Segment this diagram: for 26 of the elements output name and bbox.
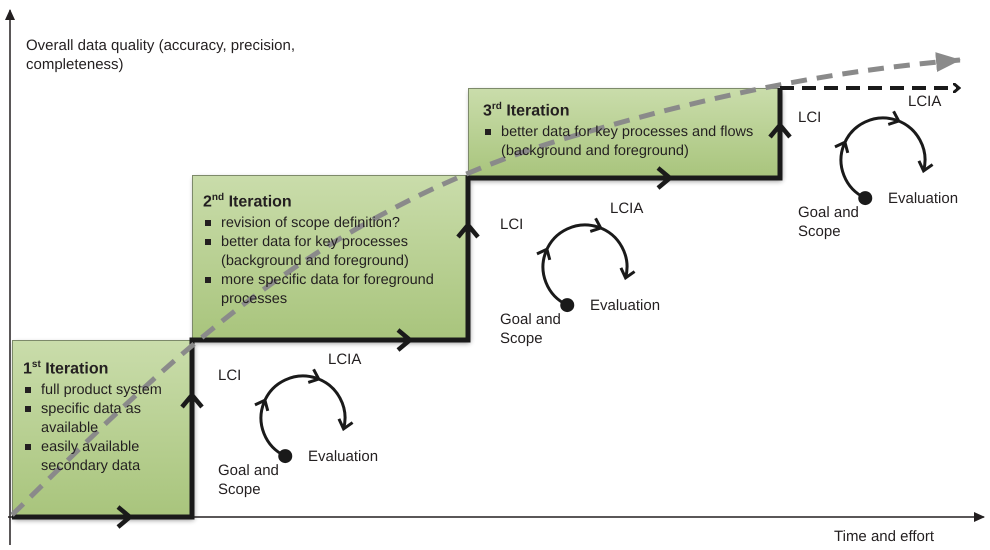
cycle-step-label: LCIA: [610, 199, 644, 218]
iteration-heading: 1$^{st}$ Iteration: [23, 359, 110, 378]
cycle-step-label: Goal and Scope: [798, 203, 860, 241]
cycle-step-label: LCIA: [328, 350, 362, 369]
bullet-text: revision of scope definition?: [221, 215, 400, 232]
cycle-step-label: Evaluation: [888, 189, 960, 208]
iteration-box: [468, 88, 780, 178]
iteration-heading: 3$^{rd}$ Iteration: [483, 101, 570, 120]
iteration-box: [192, 175, 468, 340]
cycle-step-label: LCI: [798, 108, 822, 127]
bullet-text: full product system: [41, 382, 162, 398]
axis-title: Time and effort: [834, 527, 936, 546]
axis-title: Overall data quality (accuracy, precision, completeness): [26, 36, 296, 74]
cycle-step-label: LCI: [500, 215, 524, 234]
bullet-text: better data for key processes and flows (background and foreground): [501, 124, 754, 160]
cycle-step-label: Evaluation: [590, 296, 662, 315]
iteration-box: [12, 340, 192, 517]
cycle-step-label: Evaluation: [308, 447, 380, 466]
bullet-text: better data for key processes (background and foreground): [221, 234, 409, 270]
cycle-step-label: Goal and Scope: [218, 461, 280, 499]
cycle-step-label: Goal and Scope: [500, 310, 562, 348]
iteration-heading: 2$^{nd}$ Iteration: [203, 192, 293, 212]
cycle-step-label: LCI: [218, 366, 242, 385]
cycle-step-label: LCIA: [908, 92, 942, 111]
bullet-text: easily available secondary data: [41, 439, 140, 474]
bullet-text: more specific data for foreground processes: [221, 272, 434, 308]
